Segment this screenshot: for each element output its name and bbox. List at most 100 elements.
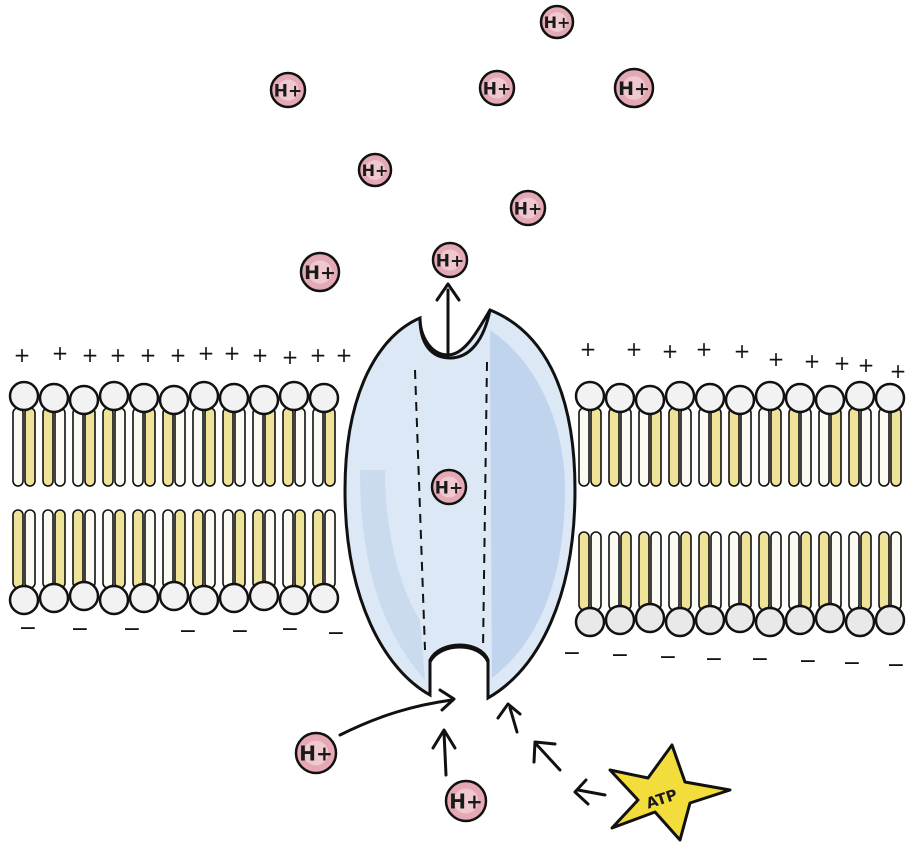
lipid-tail	[193, 408, 203, 486]
lipid-tail	[789, 408, 799, 486]
lipid-tail	[819, 408, 829, 486]
lipid-head	[576, 382, 604, 410]
lipid-tail	[115, 408, 125, 486]
arrow-atp-1-shaft	[537, 745, 560, 770]
lipid-head	[220, 384, 248, 412]
lipid-tail	[253, 510, 263, 588]
proton-label: H+	[449, 790, 483, 814]
lipid-tail	[729, 408, 739, 486]
lipid-tail	[205, 510, 215, 588]
positive-charge: +	[82, 343, 99, 367]
lipid-head	[310, 584, 338, 612]
lipid-tail	[163, 408, 173, 486]
lipid-tail	[13, 408, 23, 486]
lipid-head	[70, 386, 98, 414]
positive-charge: +	[696, 337, 713, 361]
lipid-tail	[145, 510, 155, 588]
arrow-in-left	[340, 700, 452, 735]
phospholipid	[250, 386, 278, 610]
atp-star: ATP	[610, 745, 730, 840]
negative-charge: −	[179, 619, 197, 644]
lipid-tail	[591, 408, 601, 486]
proton-label: H+	[299, 742, 333, 766]
lipid-head	[786, 384, 814, 412]
arrow-atp-2-shaft	[578, 790, 605, 795]
phospholipid	[846, 382, 874, 636]
lipid-tail	[253, 408, 263, 486]
lipid-tail	[621, 532, 631, 610]
lipid-head	[606, 606, 634, 634]
lipid-tail	[265, 510, 275, 588]
arrow-up-small-head	[498, 704, 520, 718]
positive-charge: +	[580, 337, 597, 361]
lipid-head	[876, 606, 904, 634]
lipid-tail	[43, 408, 53, 486]
phospholipid	[606, 384, 634, 634]
phospholipid	[160, 386, 188, 610]
negative-charge: −	[799, 649, 817, 674]
lipid-tail	[115, 510, 125, 588]
lipid-head	[636, 604, 664, 632]
phospholipid	[816, 386, 844, 632]
negative-charge: −	[611, 643, 629, 668]
lipid-tail	[55, 408, 65, 486]
lipid-tail	[591, 532, 601, 610]
lipid-head	[666, 608, 694, 636]
proton: H+	[615, 69, 653, 107]
positive-charge: +	[626, 337, 643, 361]
lipid-tail	[235, 408, 245, 486]
proton: H+	[359, 154, 391, 186]
lipid-tail	[13, 510, 23, 588]
proton-pump	[345, 310, 575, 698]
phospholipid	[310, 384, 338, 612]
lipid-tail	[771, 532, 781, 610]
lipid-head	[160, 386, 188, 414]
lipid-tail	[669, 408, 679, 486]
lipid-tail	[609, 408, 619, 486]
positive-charge: +	[662, 339, 679, 363]
phospholipid	[636, 386, 664, 632]
lipid-head	[160, 582, 188, 610]
lipid-tail	[711, 532, 721, 610]
lipid-tail	[313, 408, 323, 486]
lipid-head	[696, 606, 724, 634]
lipid-head	[876, 384, 904, 412]
lipid-head	[756, 608, 784, 636]
lipid-tail	[729, 532, 739, 610]
proton: H+	[511, 191, 545, 225]
lipid-tail	[861, 532, 871, 610]
lipid-tail	[325, 510, 335, 588]
proton-label: H+	[436, 251, 464, 271]
lipid-head	[666, 382, 694, 410]
proton-label: H+	[514, 199, 542, 219]
lipid-head	[220, 584, 248, 612]
phospholipid	[100, 382, 128, 614]
negative-charge: −	[71, 617, 89, 642]
lipid-head	[190, 586, 218, 614]
positive-charge: +	[224, 341, 241, 365]
phospholipid	[876, 384, 904, 634]
phospholipid	[696, 384, 724, 634]
lipid-tail	[55, 510, 65, 588]
lipid-tail	[313, 510, 323, 588]
negative-charge: −	[563, 641, 581, 666]
lipid-tail	[699, 408, 709, 486]
phospholipid	[756, 382, 784, 636]
lipid-tail	[699, 532, 709, 610]
lipid-tail	[831, 532, 841, 610]
positive-charge: +	[170, 343, 187, 367]
proton-label: H+	[618, 78, 650, 100]
lipid-tail	[265, 408, 275, 486]
lipid-head	[636, 386, 664, 414]
lipid-head	[846, 608, 874, 636]
proton: H+	[296, 733, 336, 773]
lipid-tail	[43, 510, 53, 588]
lipid-tail	[861, 408, 871, 486]
phospholipid	[130, 384, 158, 612]
lipid-head	[190, 382, 218, 410]
lipid-tail	[891, 408, 901, 486]
lipid-tail	[651, 408, 661, 486]
proton: H+	[446, 781, 486, 821]
positive-charge: +	[140, 343, 157, 367]
